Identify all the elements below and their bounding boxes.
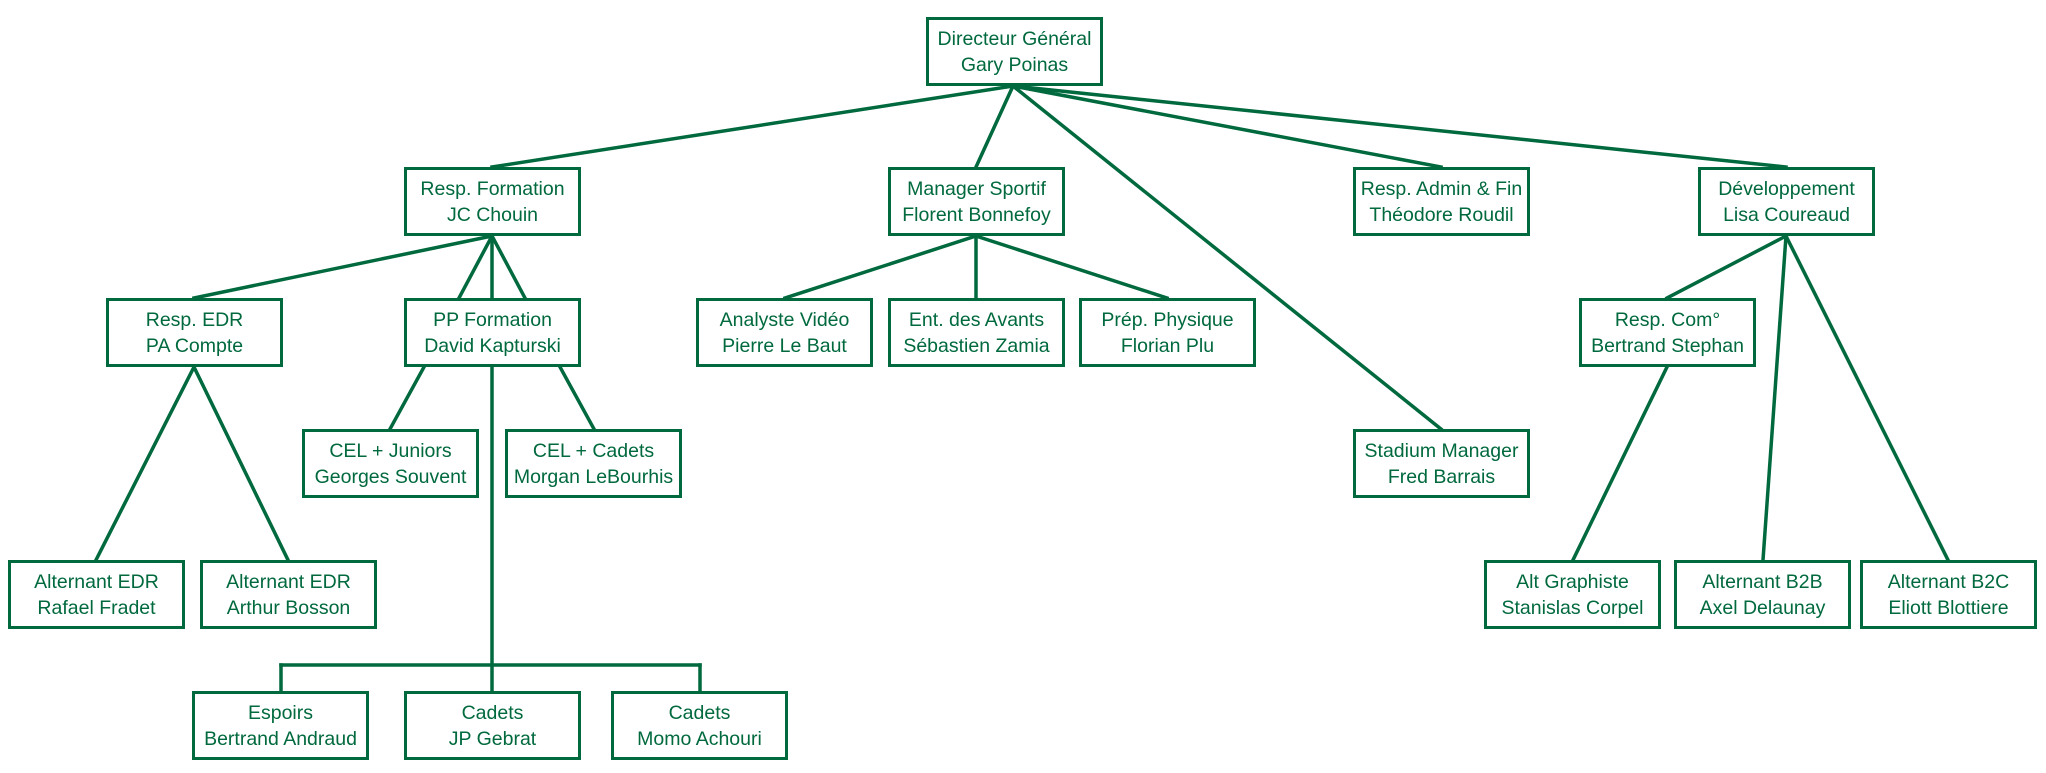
- node-title: Alt Graphiste: [1516, 570, 1629, 593]
- node-title: Manager Sportif: [907, 177, 1046, 200]
- node-resp-admin-fin: Resp. Admin & Fin Théodore Roudil: [1353, 167, 1530, 236]
- node-title: PP Formation: [433, 308, 552, 331]
- node-title: CEL + Cadets: [532, 439, 655, 462]
- node-alt-graphiste: Alt Graphiste Stanislas Corpel: [1484, 560, 1661, 629]
- node-person: Arthur Bosson: [226, 596, 351, 619]
- node-resp-formation: Resp. Formation JC Chouin: [404, 167, 581, 236]
- node-title: CEL + Juniors: [329, 439, 452, 462]
- connector-pp-celcadets: [557, 364, 597, 432]
- node-title: Resp. Admin & Fin: [1360, 177, 1523, 200]
- connector-edr-alt1: [93, 364, 197, 563]
- node-title: Espoirs: [247, 701, 314, 724]
- node-person: JP Gebrat: [448, 727, 537, 750]
- node-analyste-video: Analyste Vidéo Pierre Le Baut: [696, 298, 873, 367]
- node-title: Stadium Manager: [1364, 439, 1519, 462]
- node-person: Stanislas Corpel: [1501, 596, 1644, 619]
- node-person: Momo Achouri: [637, 727, 762, 750]
- node-person: Rafael Fradet: [37, 596, 156, 619]
- connector-dg-dev: [1011, 84, 1788, 169]
- connector-edr-alt2: [191, 364, 291, 563]
- node-title: Alternant B2B: [1702, 570, 1823, 593]
- node-person: Lisa Coureaud: [1723, 203, 1850, 226]
- connector-manager-physique: [973, 233, 1170, 301]
- node-person: Georges Souvent: [314, 465, 467, 488]
- node-person: Axel Delaunay: [1699, 596, 1826, 619]
- connector-formation-pp-left: [456, 233, 495, 301]
- node-person: Gary Poinas: [960, 53, 1069, 76]
- node-prep-physique: Prép. Physique Florian Plu: [1079, 298, 1256, 367]
- node-title: Directeur Général: [937, 27, 1092, 50]
- node-cel-cadets: CEL + Cadets Morgan LeBourhis: [505, 429, 682, 498]
- connector-dg-stadium: [1010, 83, 1444, 432]
- node-title: Alternant B2C: [1887, 570, 2010, 593]
- node-person: Bertrand Andraud: [204, 727, 357, 750]
- node-person: Florian Plu: [1120, 334, 1215, 357]
- connector-formation-pp-right: [489, 233, 528, 301]
- node-person: Bertrand Stephan: [1591, 334, 1744, 357]
- node-alternant-edr-fradet: Alternant EDR Rafael Fradet: [8, 560, 185, 629]
- node-person: Fred Barrais: [1387, 465, 1496, 488]
- node-directeur-general: Directeur Général Gary Poinas: [926, 17, 1103, 86]
- node-alternant-b2c: Alternant B2C Eliott Blottiere: [1860, 560, 2037, 629]
- node-person: Eliott Blottiere: [1888, 596, 2009, 619]
- node-person: Sébastien Zamia: [903, 334, 1050, 357]
- node-person: Pierre Le Baut: [722, 334, 847, 357]
- node-title: Développement: [1718, 177, 1855, 200]
- connector-manager-video: [782, 233, 979, 301]
- node-developpement: Développement Lisa Coureaud: [1698, 167, 1875, 236]
- node-title: Prép. Physique: [1101, 308, 1234, 331]
- node-person: PA Compte: [145, 334, 244, 357]
- node-person: David Kapturski: [424, 334, 561, 357]
- node-title: Alternant EDR: [34, 570, 159, 593]
- node-person: JC Chouin: [446, 203, 539, 226]
- node-person: Morgan LeBourhis: [513, 465, 674, 488]
- node-cel-juniors: CEL + Juniors Georges Souvent: [302, 429, 479, 498]
- node-person: Florent Bonnefoy: [902, 203, 1051, 226]
- node-espoirs: Espoirs Bertrand Andraud: [192, 691, 369, 760]
- node-cadets-gebrat: Cadets JP Gebrat: [404, 691, 581, 760]
- node-title: Cadets: [668, 701, 731, 724]
- node-title: Resp. Com°: [1614, 308, 1721, 331]
- node-person: Théodore Roudil: [1369, 203, 1514, 226]
- node-title: Cadets: [461, 701, 524, 724]
- node-resp-edr: Resp. EDR PA Compte: [106, 298, 283, 367]
- connector-dg-admin: [1010, 83, 1444, 170]
- connector-dev-com: [1664, 233, 1789, 301]
- node-title: Resp. Formation: [420, 177, 565, 200]
- node-title: Resp. EDR: [145, 308, 244, 331]
- node-ent-avants: Ent. des Avants Sébastien Zamia: [888, 298, 1065, 367]
- node-alternant-b2b: Alternant B2B Axel Delaunay: [1674, 560, 1851, 629]
- node-stadium-manager: Stadium Manager Fred Barrais: [1353, 429, 1530, 498]
- node-title: Analyste Vidéo: [719, 308, 850, 331]
- node-title: Ent. des Avants: [908, 308, 1045, 331]
- node-resp-com: Resp. Com° Bertrand Stephan: [1579, 298, 1756, 367]
- node-title: Alternant EDR: [226, 570, 351, 593]
- connector-dev-b2b: [1761, 234, 1788, 562]
- node-manager-sportif: Manager Sportif Florent Bonnefoy: [888, 167, 1065, 236]
- connector-formation-edr: [191, 233, 495, 301]
- node-cadets-achouri: Cadets Momo Achouri: [611, 691, 788, 760]
- connector-dg-manager: [973, 83, 1016, 170]
- connector-dev-b2c: [1783, 233, 1951, 563]
- connector-com-graphiste: [1570, 364, 1670, 563]
- node-pp-formation: PP Formation David Kapturski: [404, 298, 581, 367]
- node-alternant-edr-bosson: Alternant EDR Arthur Bosson: [200, 560, 377, 629]
- connector-pp-juniors: [387, 364, 427, 432]
- connector-dg-formation: [490, 84, 1015, 169]
